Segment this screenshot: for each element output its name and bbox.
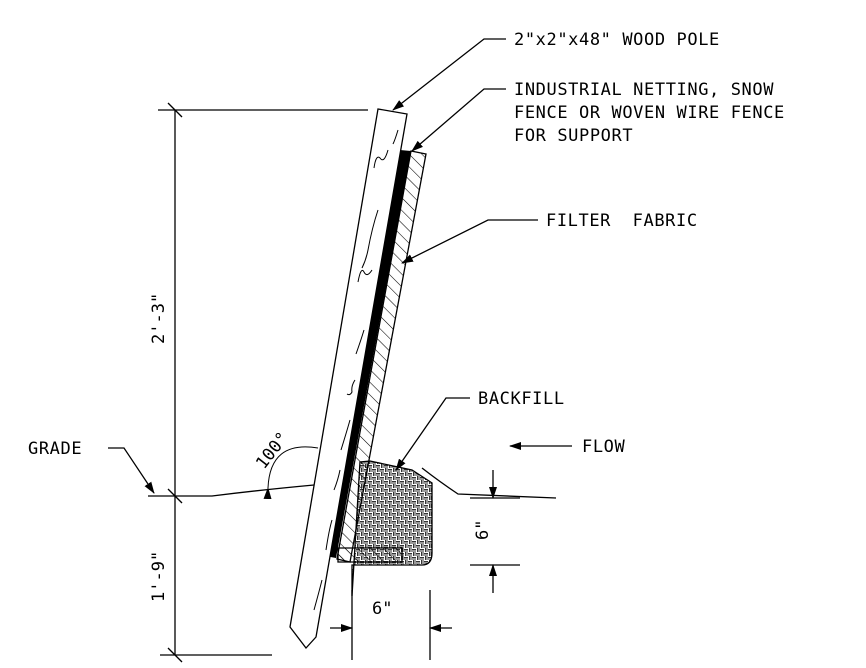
wood-pole: [289, 108, 408, 650]
netting-label-line1: INDUSTRIAL NETTING, SNOW: [514, 80, 774, 100]
vertical-dimension: [158, 102, 368, 663]
above-grade-dimension: 2'-3": [149, 293, 169, 344]
angle-arc: [263, 446, 319, 500]
filter-fabric: [336, 150, 427, 563]
wood-pole-label: 2"x2"x48" WOOD POLE: [514, 30, 720, 50]
flow-label: FLOW: [582, 437, 626, 457]
backfill-label: BACKFILL: [478, 389, 565, 409]
trench-depth-dimension: [470, 470, 520, 593]
trench-width-dimension: [330, 590, 452, 660]
grade-label: GRADE: [28, 439, 82, 459]
below-grade-dimension: 1'-9": [149, 551, 169, 602]
filter-fabric-label: FILTER FABRIC: [546, 211, 698, 231]
netting-label-line3: FOR SUPPORT: [514, 126, 633, 146]
netting-label-line2: FENCE OR WOVEN WIRE FENCE: [514, 103, 785, 123]
trench-depth-label: 6": [473, 520, 493, 540]
leader-lines: [108, 38, 572, 494]
grade-line: [148, 467, 557, 499]
trench-width-label: 6": [372, 599, 392, 619]
